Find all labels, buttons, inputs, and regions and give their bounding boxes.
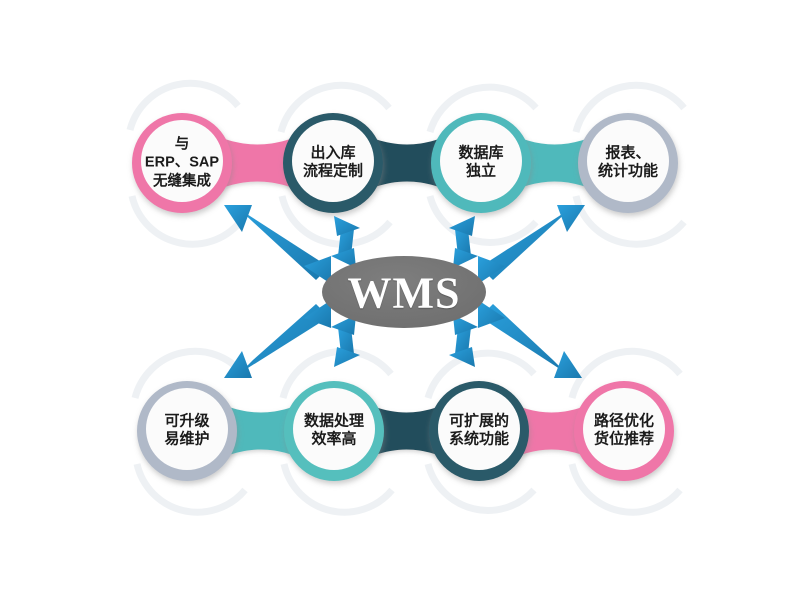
node-path-optimization[interactable]	[574, 381, 674, 481]
node-face-database-independent	[440, 120, 522, 202]
node-erp-sap[interactable]	[132, 113, 232, 213]
node-face-upgradeable	[146, 388, 228, 470]
arrow-center-to-scalable	[449, 315, 478, 367]
node-scalable-features[interactable]	[429, 381, 529, 481]
node-upgradeable[interactable]	[137, 381, 237, 481]
arrow-center-to-path	[478, 300, 582, 378]
node-inbound-outbound[interactable]	[283, 113, 383, 213]
node-face-group	[141, 120, 669, 470]
arrow-center-to-reports	[478, 205, 585, 284]
node-face-erp-sap	[141, 120, 223, 202]
node-face-inbound-outbound	[292, 120, 374, 202]
arrow-center-to-inbound	[331, 216, 360, 268]
arrow-center-to-erp-sap	[224, 205, 331, 284]
node-face-data-efficiency	[293, 388, 375, 470]
node-face-reports-statistics	[587, 120, 669, 202]
node-data-efficiency[interactable]	[284, 381, 384, 481]
node-ring-group	[132, 113, 678, 481]
node-face-scalable-features	[438, 388, 520, 470]
node-reports-statistics[interactable]	[578, 113, 678, 213]
arrow-center-to-upgradeable	[224, 300, 331, 378]
node-face-path-optimization	[583, 388, 665, 470]
center-ellipse	[322, 256, 486, 328]
arrow-center-to-database	[449, 216, 478, 268]
center-node[interactable]	[322, 256, 486, 328]
arrow-group	[224, 205, 585, 378]
node-database-independent[interactable]	[431, 113, 531, 213]
arrow-center-to-efficiency	[331, 315, 360, 367]
halo-arcs	[126, 79, 687, 516]
